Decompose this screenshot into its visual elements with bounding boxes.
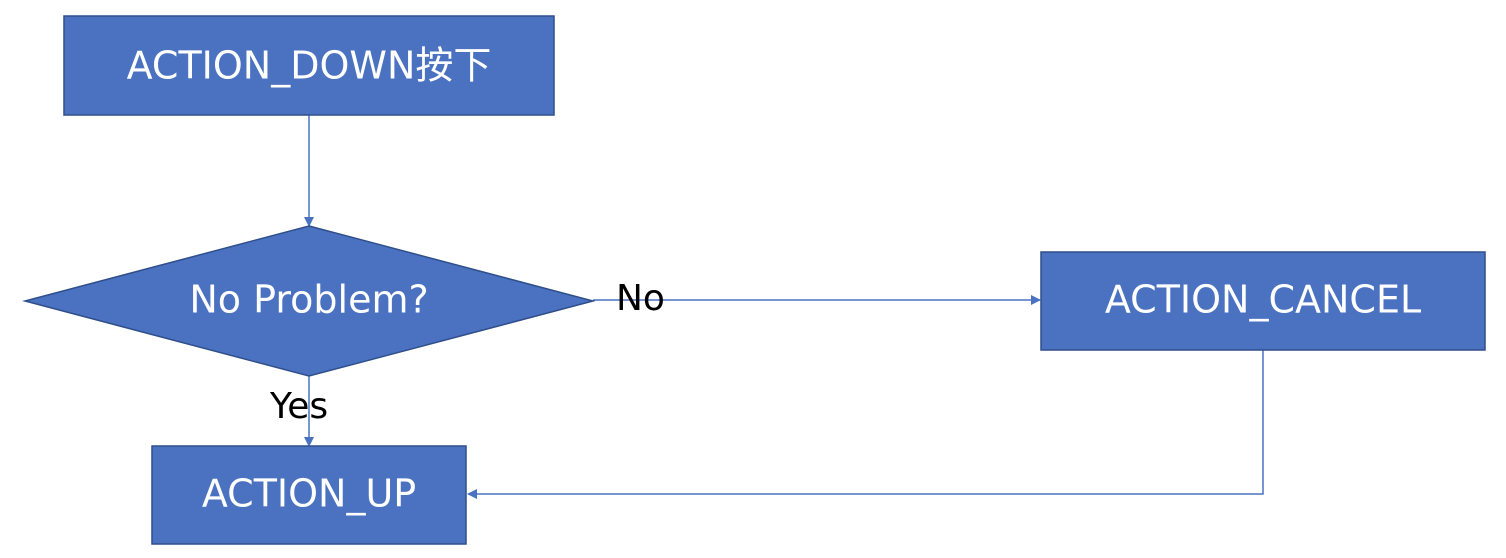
node-no-problem: No Problem? [22,225,596,377]
edge-label-yes: Yes [269,386,328,427]
action-down-label: ACTION_DOWN按下 [127,44,492,88]
no-problem-label: No Problem? [189,278,428,322]
action-cancel-label: ACTION_CANCEL [1105,278,1421,322]
action-up-label: ACTION_UP [202,472,416,516]
edge-label-no: No [616,278,665,319]
node-action-cancel: ACTION_CANCEL [1040,251,1486,351]
no-problem-diamond [22,225,596,377]
action-down-box [63,15,555,116]
edge-cancel-to-up [467,350,1264,499]
action-up-box [151,445,467,545]
node-action-up: ACTION_UP [151,445,467,545]
action-cancel-box [1040,251,1486,351]
node-action-down: ACTION_DOWN按下 [63,15,555,116]
